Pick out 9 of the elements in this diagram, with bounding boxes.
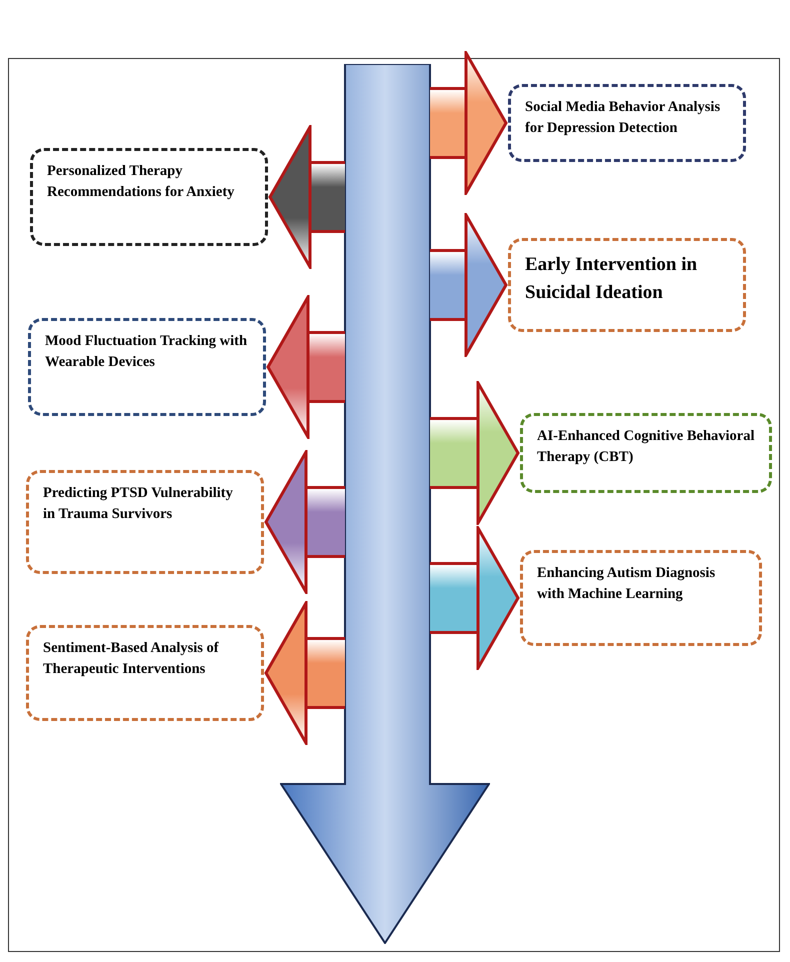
down-arrow — [280, 64, 490, 944]
dashed-text-box: Sentiment-Based Analysis of Therapeutic Interventions — [26, 625, 264, 721]
dashed-text-box: AI-Enhanced Cognitive Behavioral Therapy (CBT) — [520, 413, 772, 493]
dashed-text-box: Predicting PTSD Vulnerability in Trauma Survivors — [26, 470, 264, 574]
dashed-text-box: Social Media Behavior Analysis for Depression Detection — [508, 84, 746, 162]
dashed-text-box: Personalized Therapy Recommendations for Anxiety — [30, 148, 268, 246]
dashed-text-box: Early Intervention in Suicidal Ideation — [508, 238, 746, 332]
dashed-text-box: Enhancing Autism Diagnosis with Machine Learning — [520, 550, 762, 646]
dashed-text-box: Mood Fluctuation Tracking with Wearable Devices — [28, 318, 266, 416]
